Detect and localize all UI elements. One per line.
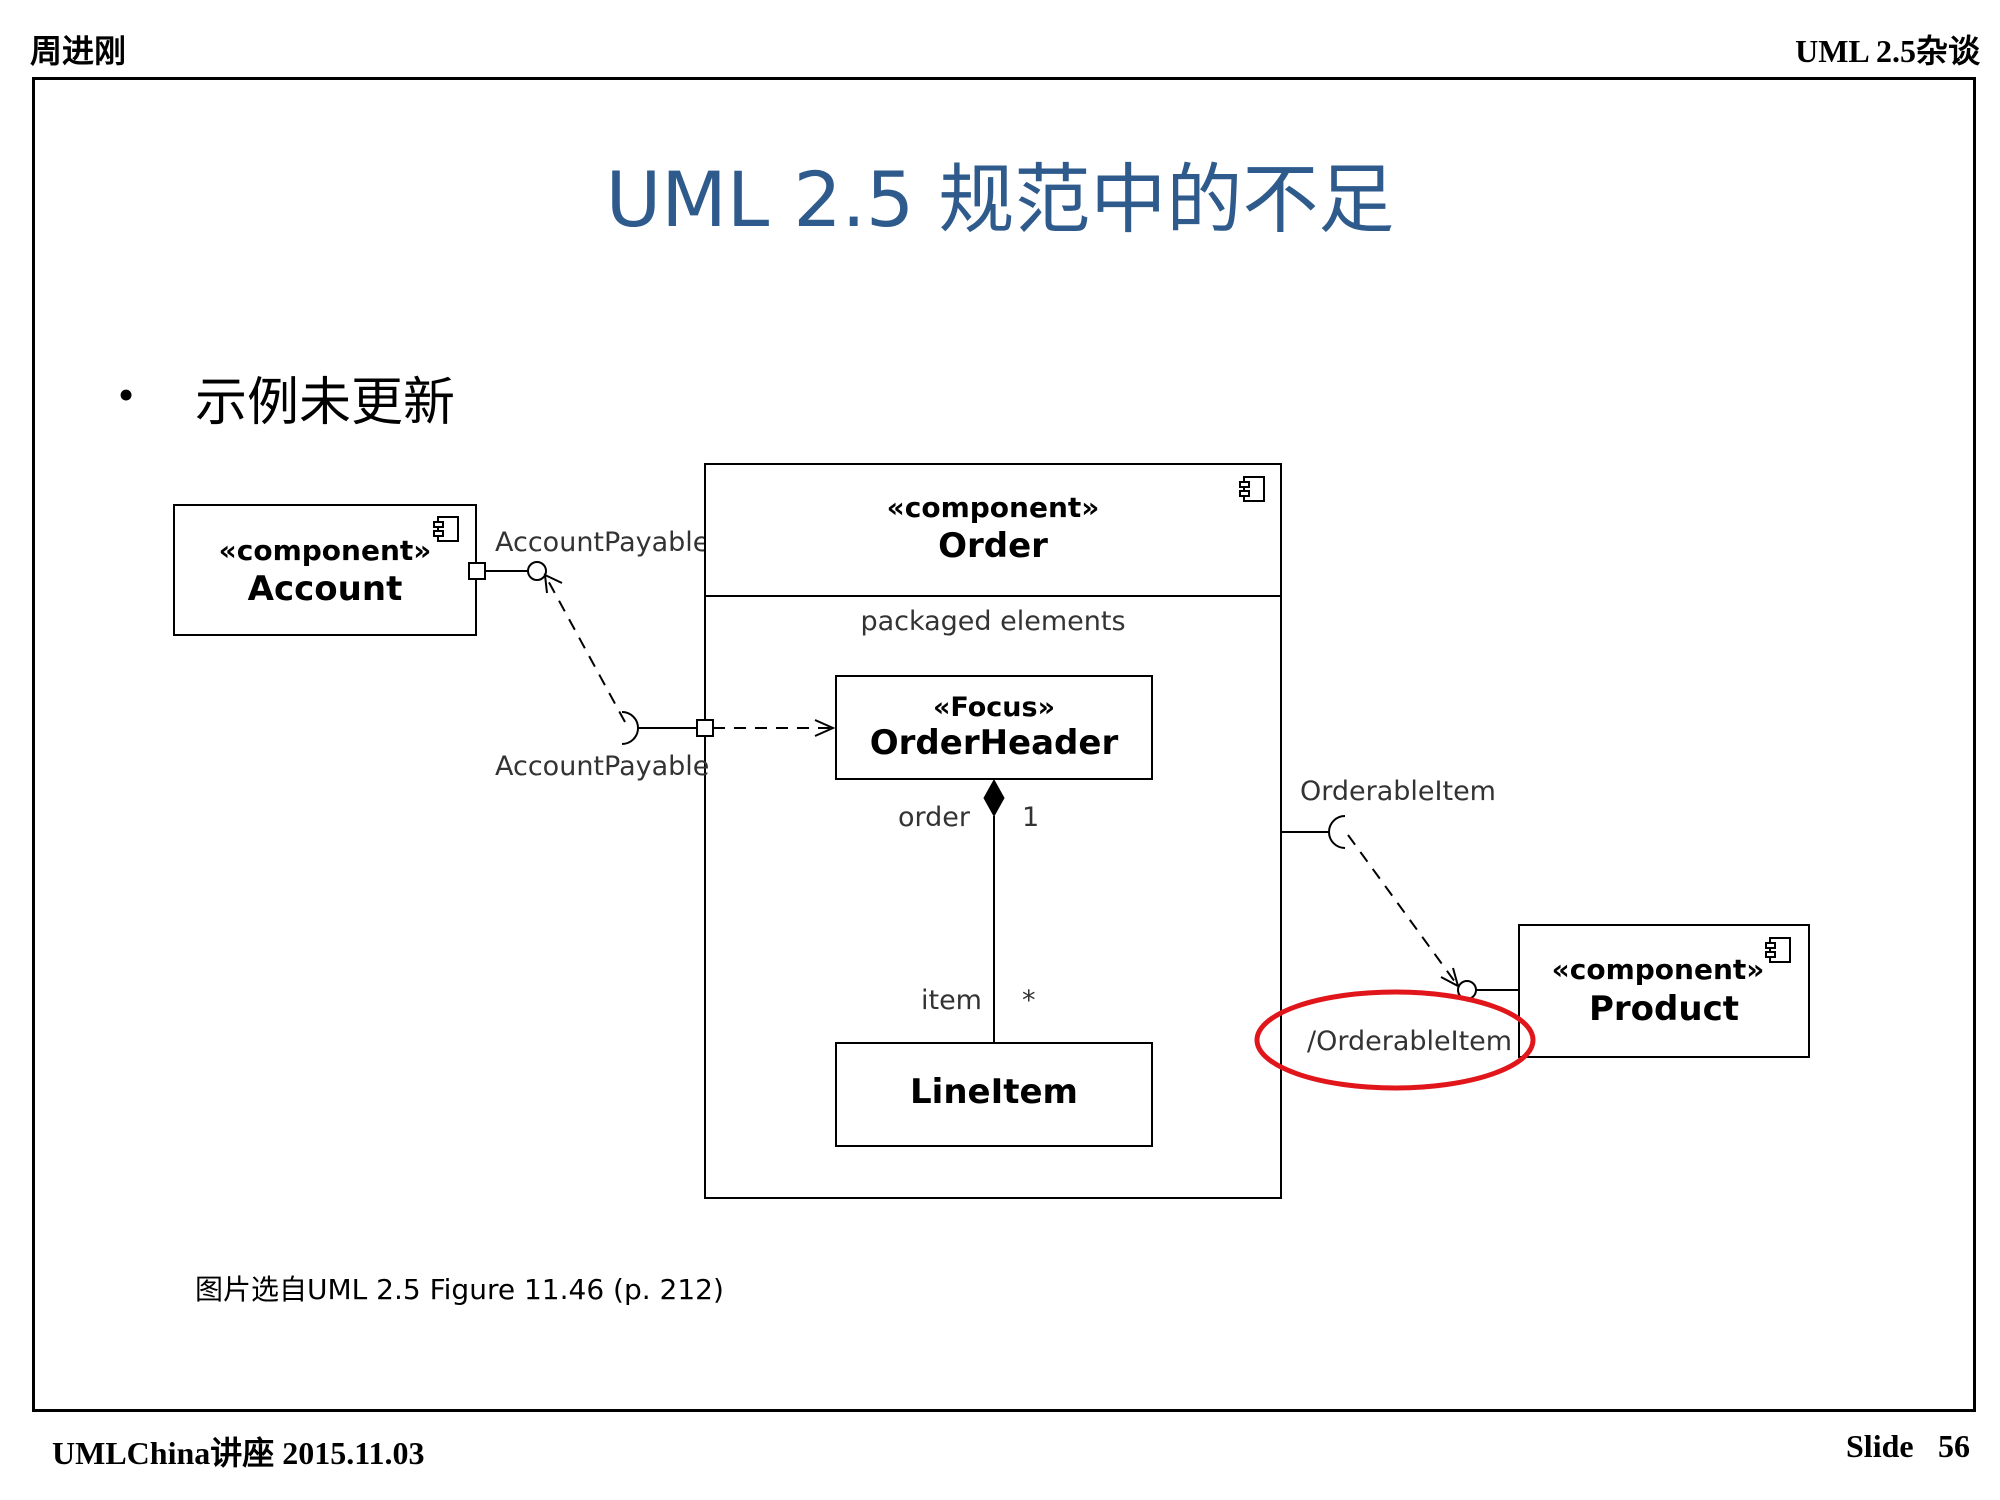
account-provided-label: AccountPayable: [495, 527, 709, 558]
order-compartment-label: packaged elements: [860, 606, 1125, 637]
header-topic: UML 2.5杂谈: [1795, 33, 1980, 69]
bullet-marker: •: [118, 369, 135, 420]
product-stereotype: «component»: [1552, 953, 1765, 986]
component-icon: [1239, 476, 1265, 502]
component-icon: [1765, 937, 1791, 963]
bullet-text: 示例未更新: [195, 373, 456, 433]
highlight-ellipse: [1254, 989, 1536, 1091]
dependency-account: [544, 574, 626, 723]
product-component: «component» Product: [1518, 924, 1810, 1058]
order-header-name: OrderHeader: [870, 723, 1119, 763]
slide-title: UML 2.5 规范中的不足: [605, 155, 1395, 244]
account-provided-interface: [527, 561, 547, 581]
order-required-label: AccountPayable: [495, 751, 709, 782]
component-icon: [433, 516, 459, 542]
order-port: [696, 719, 714, 737]
account-stereotype: «component»: [219, 534, 432, 567]
slide-frame: [32, 77, 1976, 1412]
account-component: «component» Account: [173, 504, 477, 636]
line-item-class: LineItem: [835, 1042, 1153, 1147]
product-name: Product: [1589, 989, 1739, 1029]
order-header-class: «Focus» OrderHeader: [835, 675, 1153, 780]
line-item-name: LineItem: [910, 1072, 1078, 1112]
header-author: 周进刚: [30, 33, 127, 69]
order-stereotype: «component»: [887, 491, 1100, 524]
footer-slide-number: 56: [1938, 1428, 1970, 1464]
multiplicity-item: *: [1022, 985, 1036, 1016]
order-required-product-socket: [1328, 815, 1346, 849]
account-name: Account: [248, 569, 403, 609]
footer-lecture: UMLChina讲座 2015.11.03: [52, 1435, 425, 1471]
dependency-product: [1347, 834, 1459, 987]
product-provided-label: /OrderableItem: [1307, 1026, 1512, 1057]
figure-caption: 图片选自UML 2.5 Figure 11.46 (p. 212): [195, 1273, 724, 1306]
order-name: Order: [938, 526, 1048, 566]
role-order: order: [898, 802, 971, 833]
account-port: [468, 562, 486, 580]
role-item: item: [921, 985, 982, 1016]
multiplicity-order: 1: [1022, 802, 1039, 833]
order-header-stereotype: «Focus»: [933, 692, 1055, 723]
order-required-product-label: OrderableItem: [1300, 776, 1496, 807]
order-required-socket: [621, 711, 639, 745]
footer-slide-label: Slide: [1846, 1428, 1914, 1464]
